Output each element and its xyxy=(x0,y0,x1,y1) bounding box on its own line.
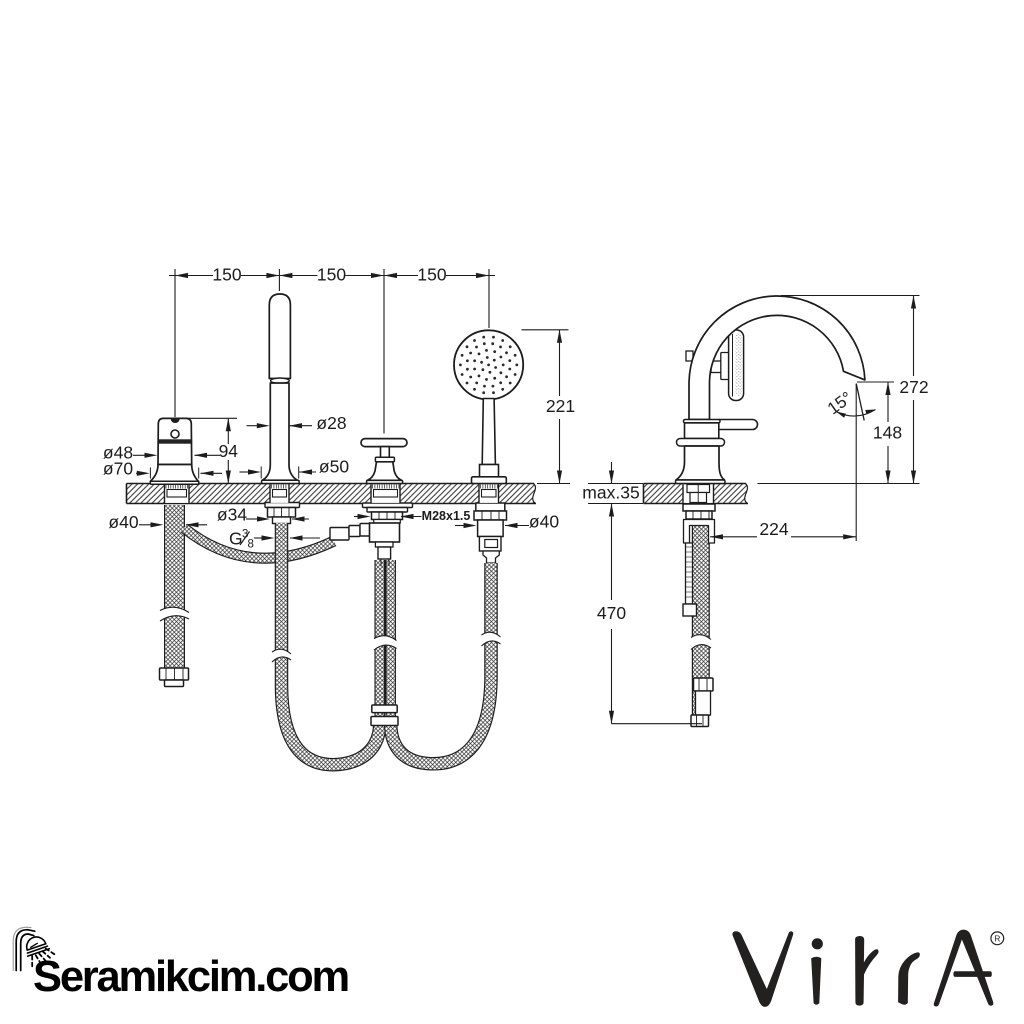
svg-text:M28x1.5: M28x1.5 xyxy=(422,509,471,523)
svg-text:221: 221 xyxy=(546,396,575,416)
svg-text:G: G xyxy=(229,529,243,549)
svg-text:Seramikcim.com: Seramikcim.com xyxy=(33,953,348,1001)
svg-text:150: 150 xyxy=(417,265,446,285)
svg-text:ø70: ø70 xyxy=(103,458,133,478)
svg-text:ø28: ø28 xyxy=(316,413,346,433)
svg-text:150: 150 xyxy=(212,265,241,285)
svg-text:8: 8 xyxy=(248,539,254,551)
svg-text:ø40: ø40 xyxy=(108,512,138,532)
svg-text:max.35: max.35 xyxy=(582,482,639,502)
svg-text:ø48: ø48 xyxy=(103,442,133,462)
svg-text:148: 148 xyxy=(873,422,902,442)
svg-text:224: 224 xyxy=(759,519,788,539)
svg-text:272: 272 xyxy=(899,377,928,397)
svg-text:150: 150 xyxy=(317,265,346,285)
svg-text:ø34: ø34 xyxy=(217,504,247,524)
svg-text:ø50: ø50 xyxy=(319,457,349,477)
svg-text:3: 3 xyxy=(242,529,248,541)
svg-text:ø40: ø40 xyxy=(529,512,559,532)
svg-text:R: R xyxy=(994,933,1000,943)
svg-text:94: 94 xyxy=(219,441,239,461)
svg-text:470: 470 xyxy=(597,603,626,623)
